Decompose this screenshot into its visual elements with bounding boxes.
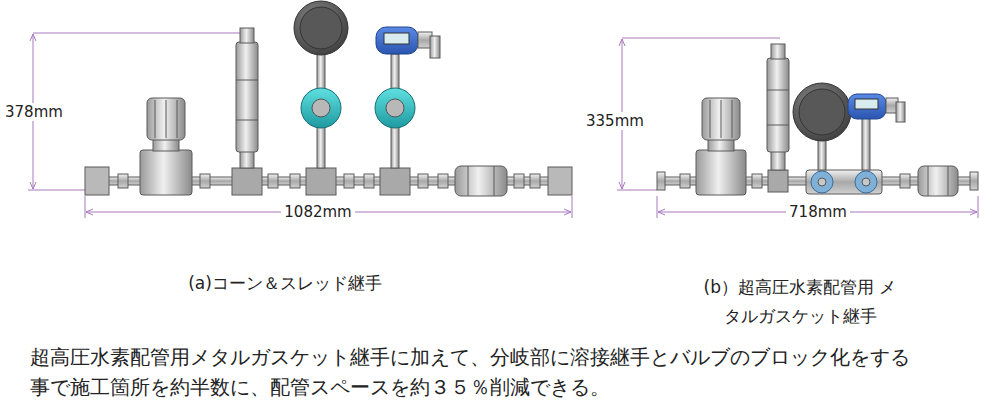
sub-caption: (b）超高圧水素配管用 メタルガスケット継手	[701, 273, 898, 331]
dimension-label: 1082mm	[281, 203, 354, 221]
dimension-label: 378mm	[2, 103, 66, 121]
figure-caption: 超高圧水素配管用メタルガスケット継手に加えて、分岐部に溶接継手とバルブのブロック…	[30, 342, 920, 402]
dimension-label: 718mm	[786, 203, 850, 221]
dimension-label: 335mm	[583, 112, 647, 130]
sub-caption: (a)コーン＆スレッド継手	[188, 273, 382, 293]
